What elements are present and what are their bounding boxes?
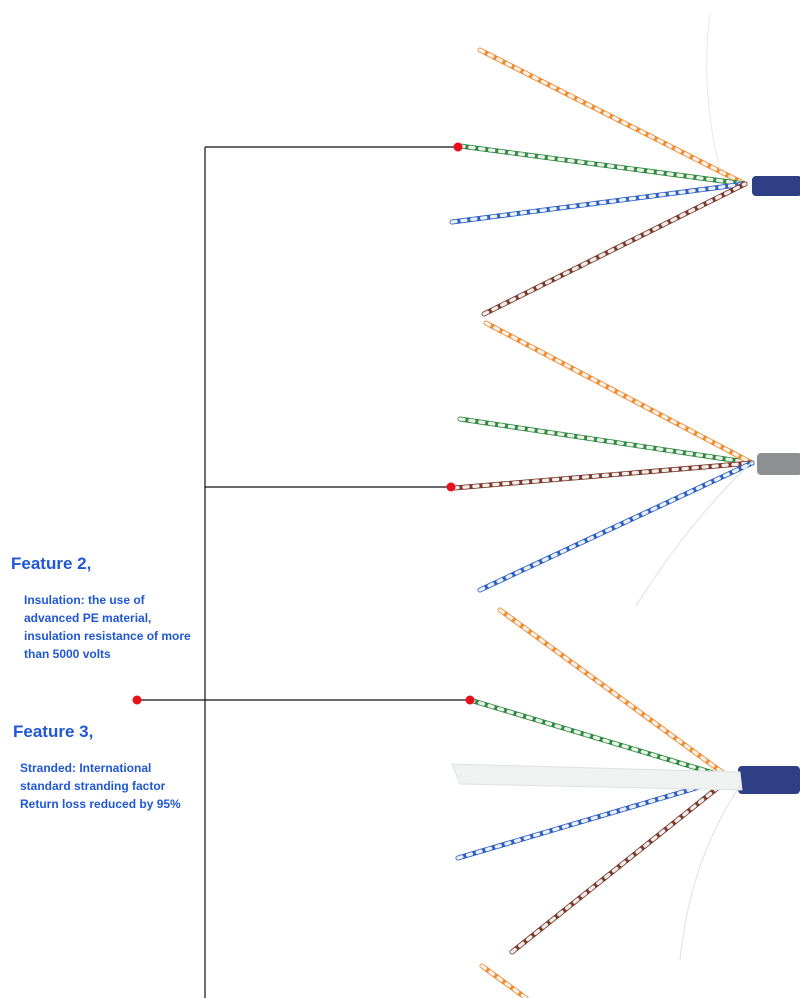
wire-pair-orange — [477, 47, 748, 187]
feature-2-line-3: insulation resistance of more — [24, 629, 191, 643]
cable-jacket — [738, 766, 800, 794]
marker-dot — [446, 482, 456, 492]
leader-lines — [137, 146, 470, 998]
cable-2 — [451, 320, 800, 593]
cable-1 — [449, 47, 800, 317]
feature-2-line-2: advanced PE material, — [24, 611, 152, 625]
wire-pair-brown — [509, 775, 733, 955]
feature-2-title: Feature 2, — [11, 554, 92, 573]
cable-jacket — [757, 453, 800, 475]
wire-pair-green — [457, 416, 755, 466]
wire-pair-brown — [451, 460, 755, 491]
feature-2-line-1: Insulation: the use of — [24, 593, 145, 607]
wire-pair-orange-partial — [479, 963, 529, 998]
wire-pair-green — [467, 697, 733, 781]
rip-cord — [635, 461, 753, 607]
marker-dot — [132, 695, 142, 705]
wire-pair-blue — [455, 775, 733, 861]
marker-dot — [453, 142, 463, 152]
feature-2-line-4: than 5000 volts — [24, 647, 111, 661]
feature-3-line-3: Return loss reduced by 95% — [20, 797, 181, 811]
feature-3-description: Stranded: International standard strandi… — [20, 759, 181, 813]
cables-layer — [449, 13, 800, 998]
wire-pair-green — [457, 143, 748, 187]
marker-dot — [465, 695, 475, 705]
feature-3-line-2: standard stranding factor — [20, 779, 166, 793]
feature-2-description: Insulation: the use of advanced PE mater… — [24, 591, 191, 663]
wire-pair-orange — [497, 607, 733, 781]
feature-3-title: Feature 3, — [13, 722, 94, 741]
wire-pair-blue — [449, 181, 748, 225]
separator-tape — [451, 763, 743, 791]
wire-pair-orange — [483, 320, 755, 466]
wire-pair-blue — [477, 460, 755, 593]
cable-jacket — [752, 176, 800, 196]
marker-dots — [132, 142, 475, 705]
wire-pair-brown — [481, 181, 748, 317]
cable-3 — [455, 607, 800, 955]
rip-cord — [679, 785, 741, 961]
rip-cord — [706, 13, 721, 171]
feature-3-line-1: Stranded: International — [20, 761, 152, 775]
